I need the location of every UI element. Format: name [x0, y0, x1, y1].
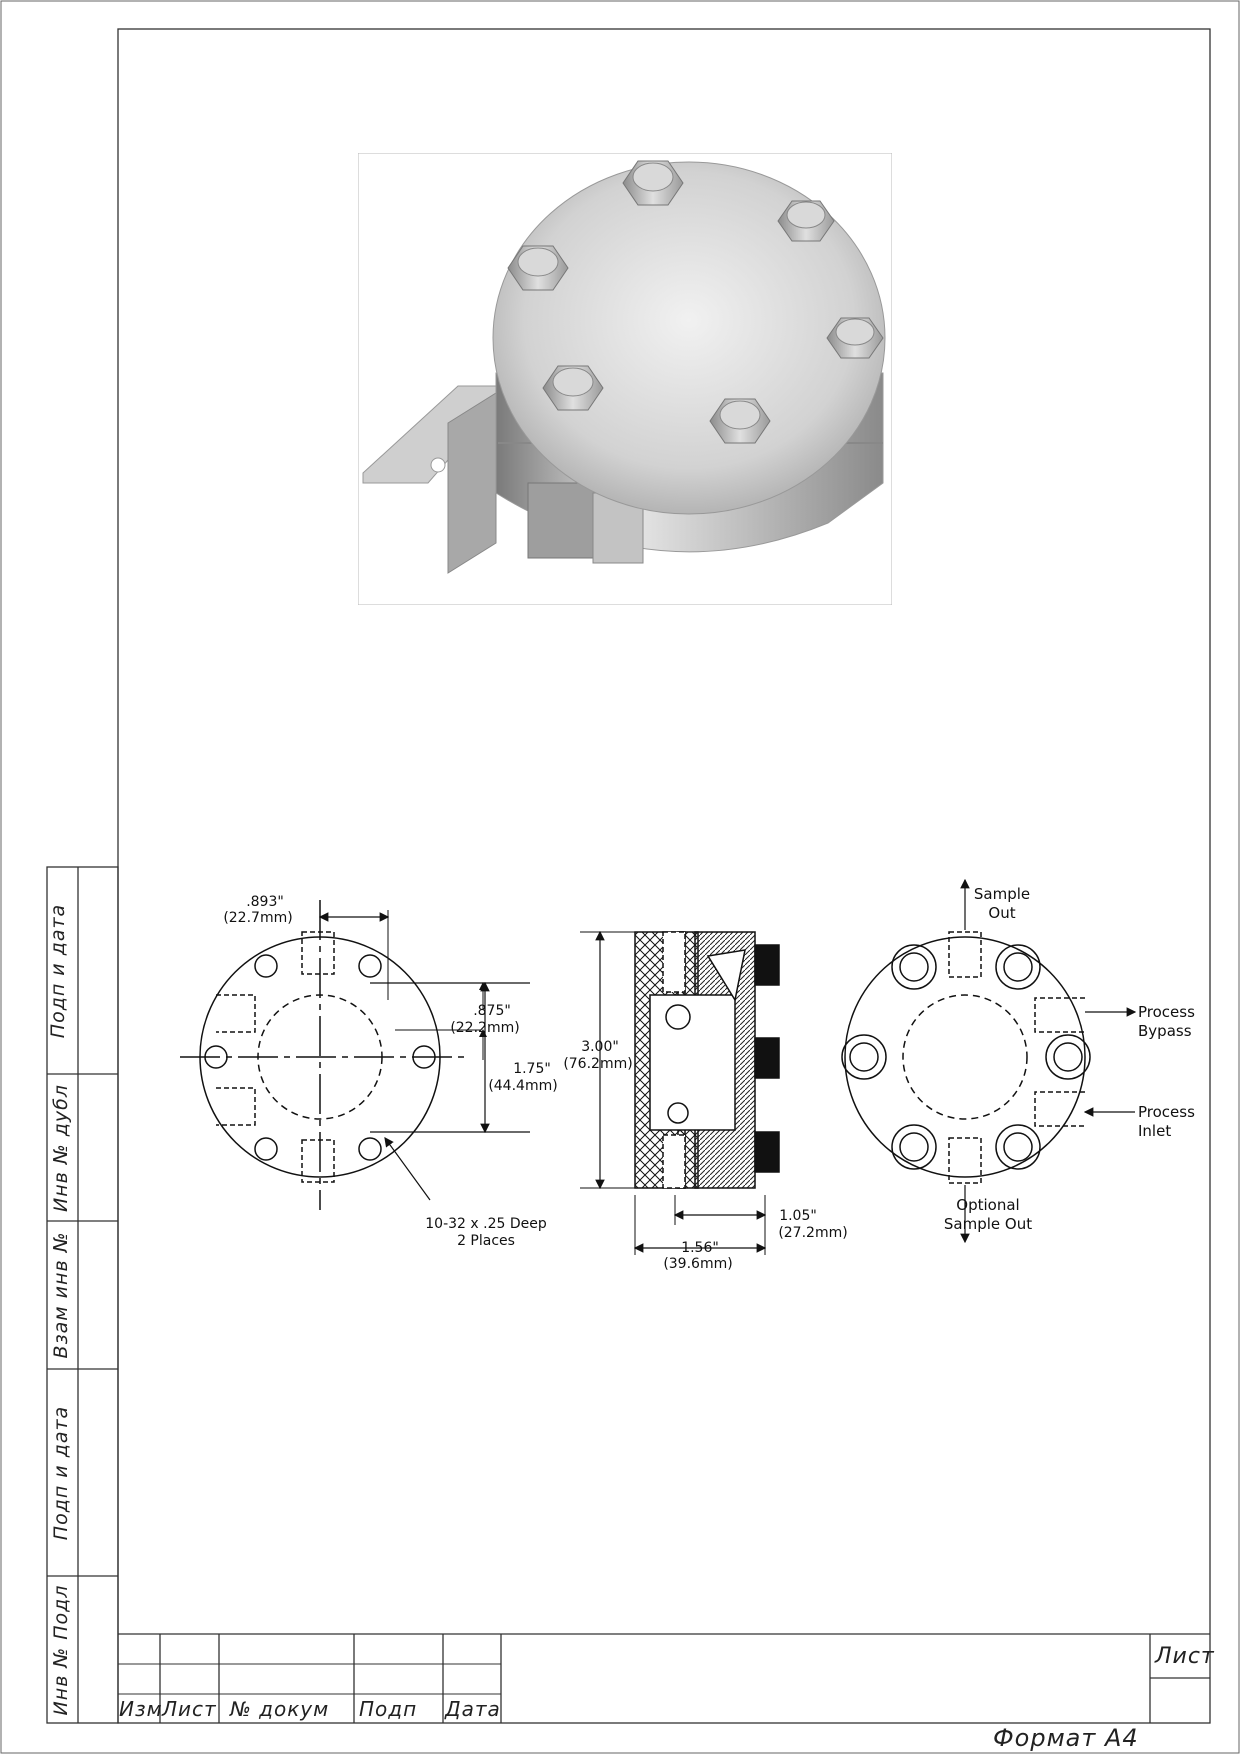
- svg-text:Sample: Sample: [974, 885, 1030, 903]
- side-view-labels: 3.00" (76.2mm) 1.05" (27.2mm) 1.56" (39.…: [563, 1039, 847, 1272]
- format-label: Формат A4: [993, 1724, 1139, 1752]
- bottom-view: [841, 878, 1137, 1244]
- title-block-sheet: Лист: [162, 1697, 217, 1721]
- svg-text:Bypass: Bypass: [1138, 1022, 1192, 1040]
- svg-text:Sample Out: Sample Out: [944, 1215, 1032, 1233]
- product-photo: [358, 153, 892, 605]
- side-label-sign-date-2: Подп и дата: [50, 1405, 72, 1541]
- bolt-heads: [507, 160, 884, 444]
- title-block-signature: Подп: [359, 1697, 418, 1721]
- top-view-labels: .893" (22.7mm) .875" (22.2mm) 1.75" (44.…: [223, 894, 557, 1249]
- svg-text:Optional: Optional: [956, 1196, 1019, 1214]
- side-label-orig-inv: Инв № Подл: [50, 1584, 72, 1716]
- svg-text:10-32 x .25 Deep: 10-32 x .25 Deep: [425, 1216, 547, 1232]
- side-view: [580, 930, 780, 1255]
- svg-text:Inlet: Inlet: [1138, 1122, 1171, 1140]
- svg-text:.893": .893": [246, 894, 284, 910]
- svg-text:3.00": 3.00": [581, 1039, 619, 1055]
- technical-drawing: .893" (22.7mm) .875" (22.2mm) 1.75" (44.…: [180, 878, 1195, 1272]
- svg-text:(76.2mm): (76.2mm): [563, 1056, 632, 1072]
- svg-text:1.56": 1.56": [681, 1240, 719, 1256]
- svg-text:(39.6mm): (39.6mm): [663, 1256, 732, 1272]
- svg-text:Process: Process: [1138, 1003, 1195, 1021]
- bottom-view-labels: Sample Out Process Bypass Process Inlet …: [944, 885, 1195, 1233]
- side-label-replace-inv: Взам инв №: [50, 1231, 72, 1359]
- title-block-date: Дата: [445, 1697, 501, 1721]
- svg-text:(22.7mm): (22.7mm): [223, 910, 292, 926]
- svg-text:(44.4mm): (44.4mm): [488, 1078, 557, 1094]
- side-label-sign-date-1: Подп и дата: [47, 903, 69, 1039]
- title-block-doc-number: № докум: [230, 1697, 330, 1721]
- svg-text:Out: Out: [988, 904, 1015, 922]
- svg-text:.875": .875": [473, 1003, 511, 1019]
- bolt-hex-heads: [841, 944, 1091, 1170]
- svg-text:2 Places: 2 Places: [457, 1233, 515, 1249]
- svg-text:(27.2mm): (27.2mm): [778, 1225, 847, 1241]
- top-view: [180, 900, 530, 1210]
- svg-text:1.05": 1.05": [779, 1208, 817, 1224]
- svg-text:Process: Process: [1138, 1103, 1195, 1121]
- svg-text:1.75": 1.75": [513, 1061, 551, 1077]
- sheet-number-label: Лист: [1155, 1644, 1215, 1669]
- svg-text:(22.2mm): (22.2mm): [450, 1020, 519, 1036]
- title-block-change: Изм: [119, 1697, 163, 1721]
